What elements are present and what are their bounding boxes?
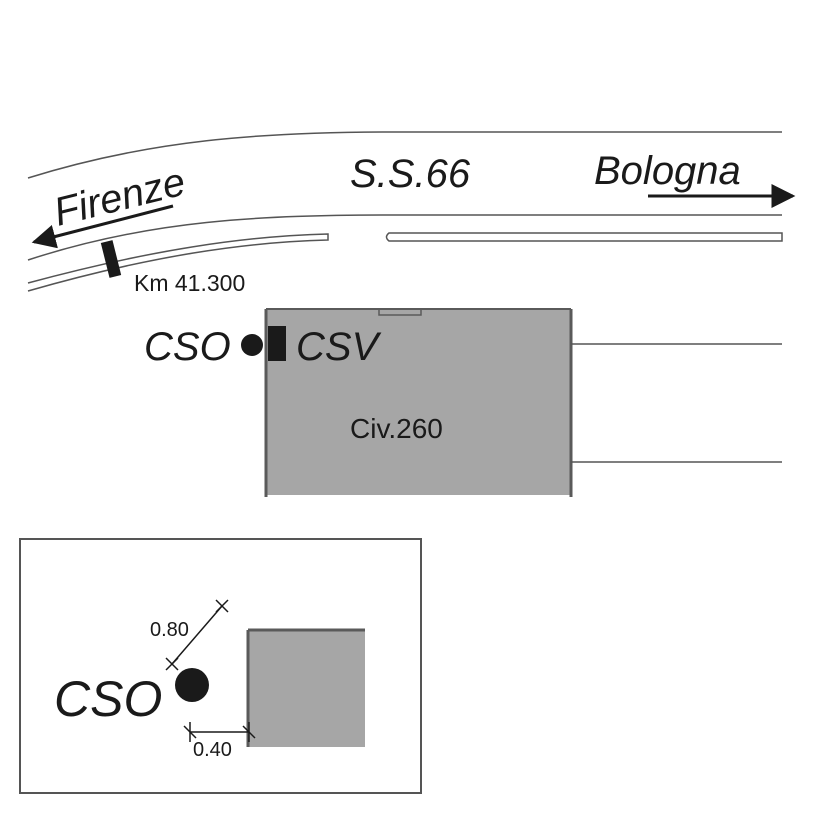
dimension-tick-horizontal-end [242,722,256,742]
road-name: S.S.66 [350,152,471,196]
building-civ-260 [267,309,571,495]
destination-firenze: Firenze [50,160,190,235]
arrow-to-firenze [31,204,174,249]
csv-marker [268,326,286,361]
dimension-label-horizontal: 0.40 [193,739,232,761]
road-upper-edge [27,131,782,179]
cso-label: CSO [144,325,231,369]
building-entrance-notch [378,308,422,316]
dimension-tick-horizontal-start [183,722,197,742]
csv-label: CSV [296,325,382,369]
left-sidewalk-strip [27,233,329,292]
right-sidewalk-strip [385,232,783,242]
km-marker-label: Km 41.300 [134,270,245,296]
dimension-line-diagonal [171,605,223,665]
dimension-tick-diagonal-start [165,657,179,671]
detail-cso-label: CSO [54,671,162,727]
detail-cso-marker [175,668,209,702]
destination-bologna: Bologna [594,149,741,193]
dimension-tick-diagonal-end [215,599,229,613]
detail-building-corner [248,630,365,747]
dimension-label-diagonal: 0.80 [150,619,189,641]
road-lower-edge [27,214,782,261]
building-label: Civ.260 [350,413,443,444]
cso-marker [241,334,263,356]
km-marker-post [100,240,122,278]
